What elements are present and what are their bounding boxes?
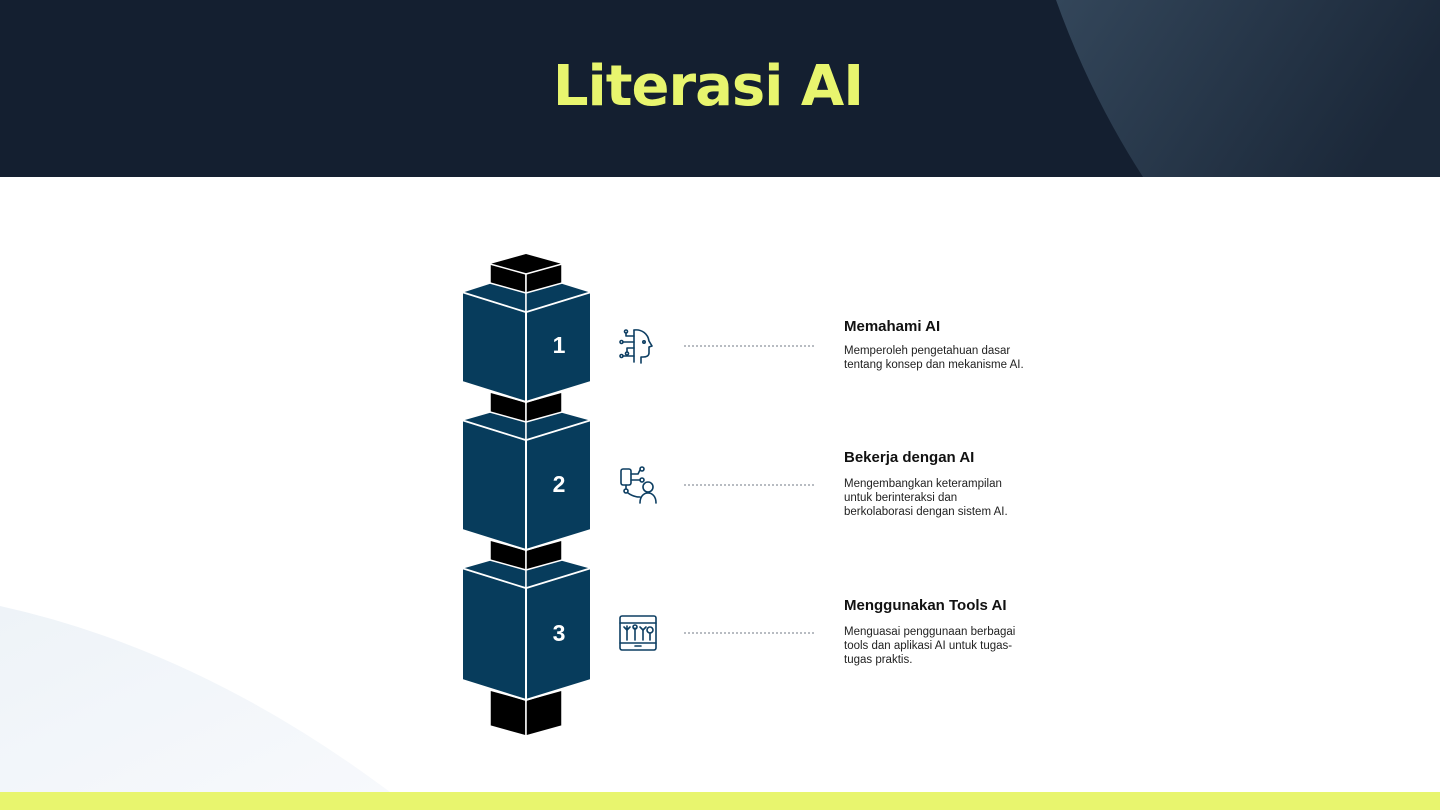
connector-line-3 [684, 632, 814, 634]
step-item-2: Bekerja dengan AI Mengembangkan keteramp… [844, 449, 1044, 519]
tower-block-2: 2 [462, 412, 591, 550]
step-title: Menggunakan Tools AI [844, 597, 1044, 615]
stacked-tower-diagram: 1 2 3 [0, 0, 620, 760]
human-robot-icon [618, 465, 658, 505]
step-item-1: Memahami AI Memperoleh pengetahuan dasar… [844, 318, 1044, 372]
step-item-3: Menggunakan Tools AI Menguasai penggunaa… [844, 597, 1044, 667]
connector-line-2 [684, 484, 814, 486]
toolbox-icon [618, 613, 658, 653]
step-number-3: 3 [553, 620, 566, 646]
footer-accent-bar [0, 792, 1440, 810]
step-title: Memahami AI [844, 318, 1044, 336]
step-number-1: 1 [553, 332, 566, 358]
connector-line-1 [684, 345, 814, 347]
step-description: Mengembangkan keterampilan untuk berinte… [844, 477, 1014, 519]
step-title: Bekerja dengan AI [844, 449, 1044, 467]
tower-block-1: 1 [462, 283, 591, 402]
step-description: Memperoleh pengetahuan dasar tentang kon… [844, 344, 1034, 372]
step-description: Menguasai penggunaan berbagai tools dan … [844, 625, 1024, 667]
ai-head-icon [618, 326, 658, 366]
tower-block-3: 3 [462, 560, 591, 700]
step-number-2: 2 [553, 471, 566, 497]
